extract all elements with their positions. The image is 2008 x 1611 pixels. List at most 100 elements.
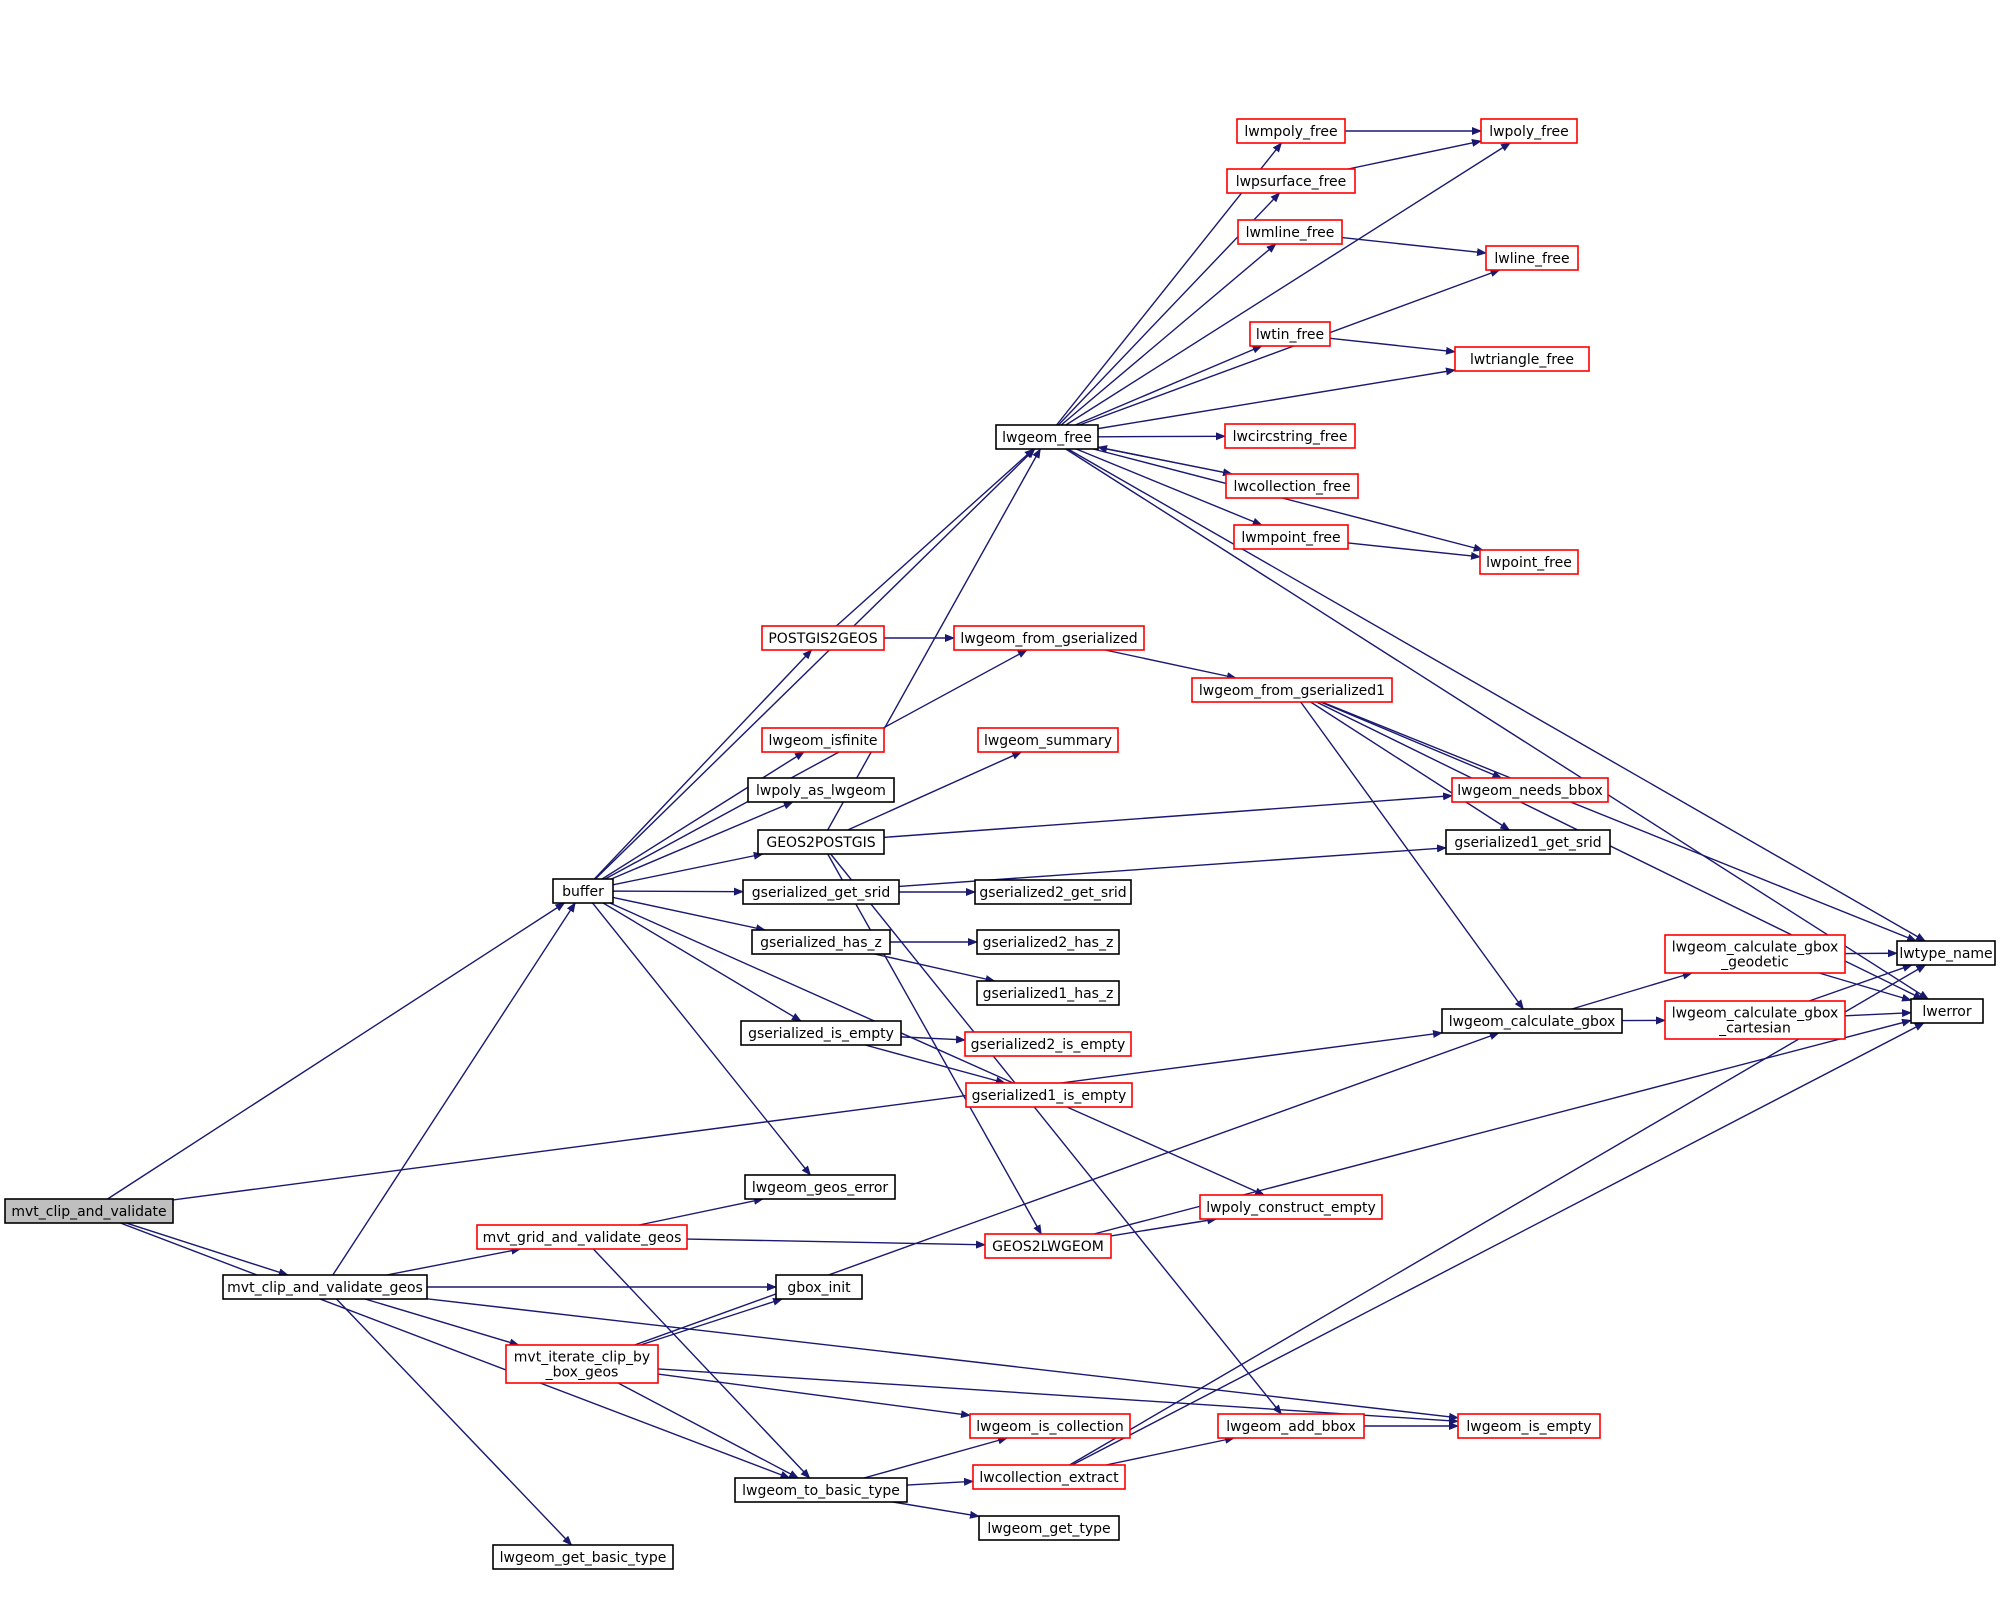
node-lwgeom_geos_error[interactable]: lwgeom_geos_error: [744, 1174, 896, 1200]
node-lwtin_free[interactable]: lwtin_free: [1249, 321, 1331, 347]
node-gbox_init[interactable]: gbox_init: [775, 1274, 863, 1300]
node-box-lwerror: [1910, 998, 1984, 1024]
node-gserialized1_is_empty[interactable]: gserialized1_is_empty: [965, 1082, 1133, 1108]
edge-GEOS2LWGEOM-to-lwpoly_construct_empty: [1110, 1216, 1218, 1237]
node-box-lwgeom_from_gserialized1: [1191, 677, 1393, 703]
node-GEOS2POSTGIS[interactable]: GEOS2POSTGIS: [757, 829, 885, 855]
edge-lwgeom_from_gserialized1-to-lwgeom_calculate_gbox: [1300, 701, 1524, 1010]
node-lwerror[interactable]: lwerror: [1910, 998, 1984, 1024]
node-lwgeom_calculate_gbox_geodetic[interactable]: lwgeom_calculate_gbox_geodetic: [1664, 934, 1846, 974]
node-box-lwpoly_construct_empty: [1199, 1194, 1383, 1220]
node-box-gserialized_is_empty: [740, 1020, 902, 1046]
node-buffer[interactable]: buffer: [552, 878, 614, 904]
node-label-lwerror: lwerror: [1922, 1004, 1971, 1020]
node-lwgeom_needs_bbox[interactable]: lwgeom_needs_bbox: [1451, 777, 1609, 803]
node-box-gserialized_get_srid: [742, 879, 900, 905]
node-box-lwgeom_get_type: [978, 1515, 1120, 1541]
node-label-lwgeom_from_gserialized: lwgeom_from_gserialized: [960, 631, 1137, 647]
node-lwpoly_as_lwgeom[interactable]: lwpoly_as_lwgeom: [747, 777, 895, 803]
edge-buffer-to-gserialized_is_empty: [602, 902, 802, 1022]
edge-mvt_iterate_clip_by_box_geos-to-lwgeom_calculate_gbox: [634, 1032, 1500, 1346]
node-lwgeom_add_bbox[interactable]: lwgeom_add_bbox: [1217, 1413, 1365, 1439]
node-label-mvt_grid_and_validate_geos: mvt_grid_and_validate_geos: [483, 1230, 682, 1246]
node-lwgeom_free[interactable]: lwgeom_free: [995, 424, 1099, 450]
edge-lwgeom_calculate_gbox_cartesian-to-lwtype_name: [1808, 964, 1913, 1002]
node-label-POSTGIS2GEOS: POSTGIS2GEOS: [768, 631, 877, 647]
edge-lwgeom_free-to-lwpoint_free: [1093, 448, 1484, 552]
node-lwpoly_free[interactable]: lwpoly_free: [1480, 118, 1578, 144]
node-lwgeom_from_gserialized[interactable]: lwgeom_from_gserialized: [953, 625, 1145, 651]
node-gserialized_has_z[interactable]: gserialized_has_z: [751, 929, 891, 955]
edge-gserialized_is_empty-to-gserialized1_is_empty: [864, 1044, 1006, 1085]
node-mvt_clip_and_validate[interactable]: mvt_clip_and_validate: [4, 1198, 174, 1224]
node-mvt_iterate_clip_by_box_geos[interactable]: mvt_iterate_clip_by_box_geos: [505, 1344, 659, 1384]
node-gserialized_get_srid[interactable]: gserialized_get_srid: [742, 879, 900, 905]
node-label-lwcollection_extract: lwcollection_extract: [979, 1470, 1119, 1486]
node-label-lwpoly_construct_empty: lwpoly_construct_empty: [1206, 1200, 1376, 1216]
node-gserialized2_has_z[interactable]: gserialized2_has_z: [976, 929, 1120, 955]
node-lwmline_free[interactable]: lwmline_free: [1237, 219, 1343, 245]
node-box-lwgeom_calculate_gbox_cartesian: [1664, 1000, 1846, 1040]
node-gserialized1_has_z[interactable]: gserialized1_has_z: [976, 980, 1120, 1006]
node-lwgeom_is_collection[interactable]: lwgeom_is_collection: [969, 1413, 1131, 1439]
node-label-lwgeom_is_collection: lwgeom_is_collection: [976, 1419, 1123, 1435]
node-lwgeom_calculate_gbox[interactable]: lwgeom_calculate_gbox: [1441, 1008, 1623, 1034]
node-label-mvt_iterate_clip_by_box_geos: mvt_iterate_clip_by: [514, 1350, 650, 1366]
node-lwmpoly_free[interactable]: lwmpoly_free: [1236, 118, 1346, 144]
node-box-lwpoly_as_lwgeom: [747, 777, 895, 803]
edge-lwcollection_extract-to-lwtype_name: [1069, 964, 1927, 1466]
node-lwgeom_summary[interactable]: lwgeom_summary: [977, 727, 1119, 753]
node-lwgeom_isfinite[interactable]: lwgeom_isfinite: [761, 727, 885, 753]
node-label-lwgeom_from_gserialized1: lwgeom_from_gserialized1: [1199, 683, 1385, 699]
node-lwpoint_free[interactable]: lwpoint_free: [1479, 549, 1579, 575]
edge-buffer-to-GEOS2POSTGIS: [612, 851, 764, 886]
node-lwgeom_get_type[interactable]: lwgeom_get_type: [978, 1515, 1120, 1541]
edge-lwgeom_from_gserialized1-to-lwtype_name: [1321, 701, 1918, 942]
edge-buffer-to-lwgeom_from_gserialized: [604, 649, 1028, 880]
node-gserialized2_get_srid[interactable]: gserialized2_get_srid: [974, 879, 1132, 905]
edge-gserialized_is_empty-to-gserialized2_is_empty: [900, 1035, 966, 1044]
node-box-lwgeom_add_bbox: [1217, 1413, 1365, 1439]
edge-lwpsurface_free-to-lwpoly_free: [1347, 139, 1482, 170]
node-label-gserialized1_get_srid: gserialized1_get_srid: [1454, 835, 1601, 851]
node-lwtype_name[interactable]: lwtype_name: [1896, 940, 1996, 966]
edge-lwgeom_free-to-lwmpoint_free: [1076, 448, 1263, 526]
node-mvt_clip_and_validate_geos[interactable]: mvt_clip_and_validate_geos: [222, 1274, 428, 1300]
node-POSTGIS2GEOS[interactable]: POSTGIS2GEOS: [761, 625, 885, 651]
node-lwgeom_to_basic_type[interactable]: lwgeom_to_basic_type: [734, 1477, 908, 1503]
node-label-lwgeom_free: lwgeom_free: [1002, 430, 1092, 446]
node-lwmpoint_free[interactable]: lwmpoint_free: [1233, 524, 1349, 550]
edge-layer: [107, 127, 1930, 1546]
node-lwcollection_extract[interactable]: lwcollection_extract: [972, 1464, 1126, 1490]
node-gserialized2_is_empty[interactable]: gserialized2_is_empty: [964, 1031, 1132, 1057]
node-gserialized1_get_srid[interactable]: gserialized1_get_srid: [1445, 829, 1611, 855]
node-label-lwtype_name: lwtype_name: [1899, 946, 1992, 962]
edge-lwgeom_to_basic_type-to-lwgeom_get_type: [892, 1501, 980, 1519]
node-lwgeom_calculate_gbox_cartesian[interactable]: lwgeom_calculate_gbox_cartesian: [1664, 1000, 1846, 1040]
edge-lwgeom_free-to-lwtin_free: [1075, 345, 1263, 426]
node-lwcollection_free[interactable]: lwcollection_free: [1225, 473, 1359, 499]
node-box-lwgeom_get_basic_type: [492, 1544, 674, 1570]
node-lwgeom_get_basic_type[interactable]: lwgeom_get_basic_type: [492, 1544, 674, 1570]
node-box-GEOS2LWGEOM: [984, 1233, 1112, 1259]
node-lwgeom_from_gserialized1[interactable]: lwgeom_from_gserialized1: [1191, 677, 1393, 703]
node-lwgeom_is_empty[interactable]: lwgeom_is_empty: [1457, 1413, 1601, 1439]
edge-buffer-to-gserialized_get_srid: [612, 887, 744, 896]
node-box-mvt_grid_and_validate_geos: [476, 1224, 688, 1250]
node-mvt_grid_and_validate_geos[interactable]: mvt_grid_and_validate_geos: [476, 1224, 688, 1250]
node-lwpsurface_free[interactable]: lwpsurface_free: [1226, 168, 1356, 194]
node-lwline_free[interactable]: lwline_free: [1485, 245, 1579, 271]
edge-lwgeom_to_basic_type-to-lwgeom_is_collection: [863, 1436, 1009, 1479]
node-lwpoly_construct_empty[interactable]: lwpoly_construct_empty: [1199, 1194, 1383, 1220]
node-box-mvt_iterate_clip_by_box_geos: [505, 1344, 659, 1384]
node-label-gserialized_has_z: gserialized_has_z: [760, 935, 882, 951]
node-gserialized_is_empty[interactable]: gserialized_is_empty: [740, 1020, 902, 1046]
node-label-gserialized2_has_z: gserialized2_has_z: [983, 935, 1114, 951]
edge-lwgeom_free-to-lwcircstring_free: [1097, 432, 1226, 441]
node-lwtriangle_free[interactable]: lwtriangle_free: [1454, 346, 1590, 372]
node-lwcircstring_free[interactable]: lwcircstring_free: [1224, 423, 1356, 449]
node-label-GEOS2LWGEOM: GEOS2LWGEOM: [992, 1239, 1104, 1255]
node-GEOS2LWGEOM[interactable]: GEOS2LWGEOM: [984, 1233, 1112, 1259]
node-box-lwtriangle_free: [1454, 346, 1590, 372]
